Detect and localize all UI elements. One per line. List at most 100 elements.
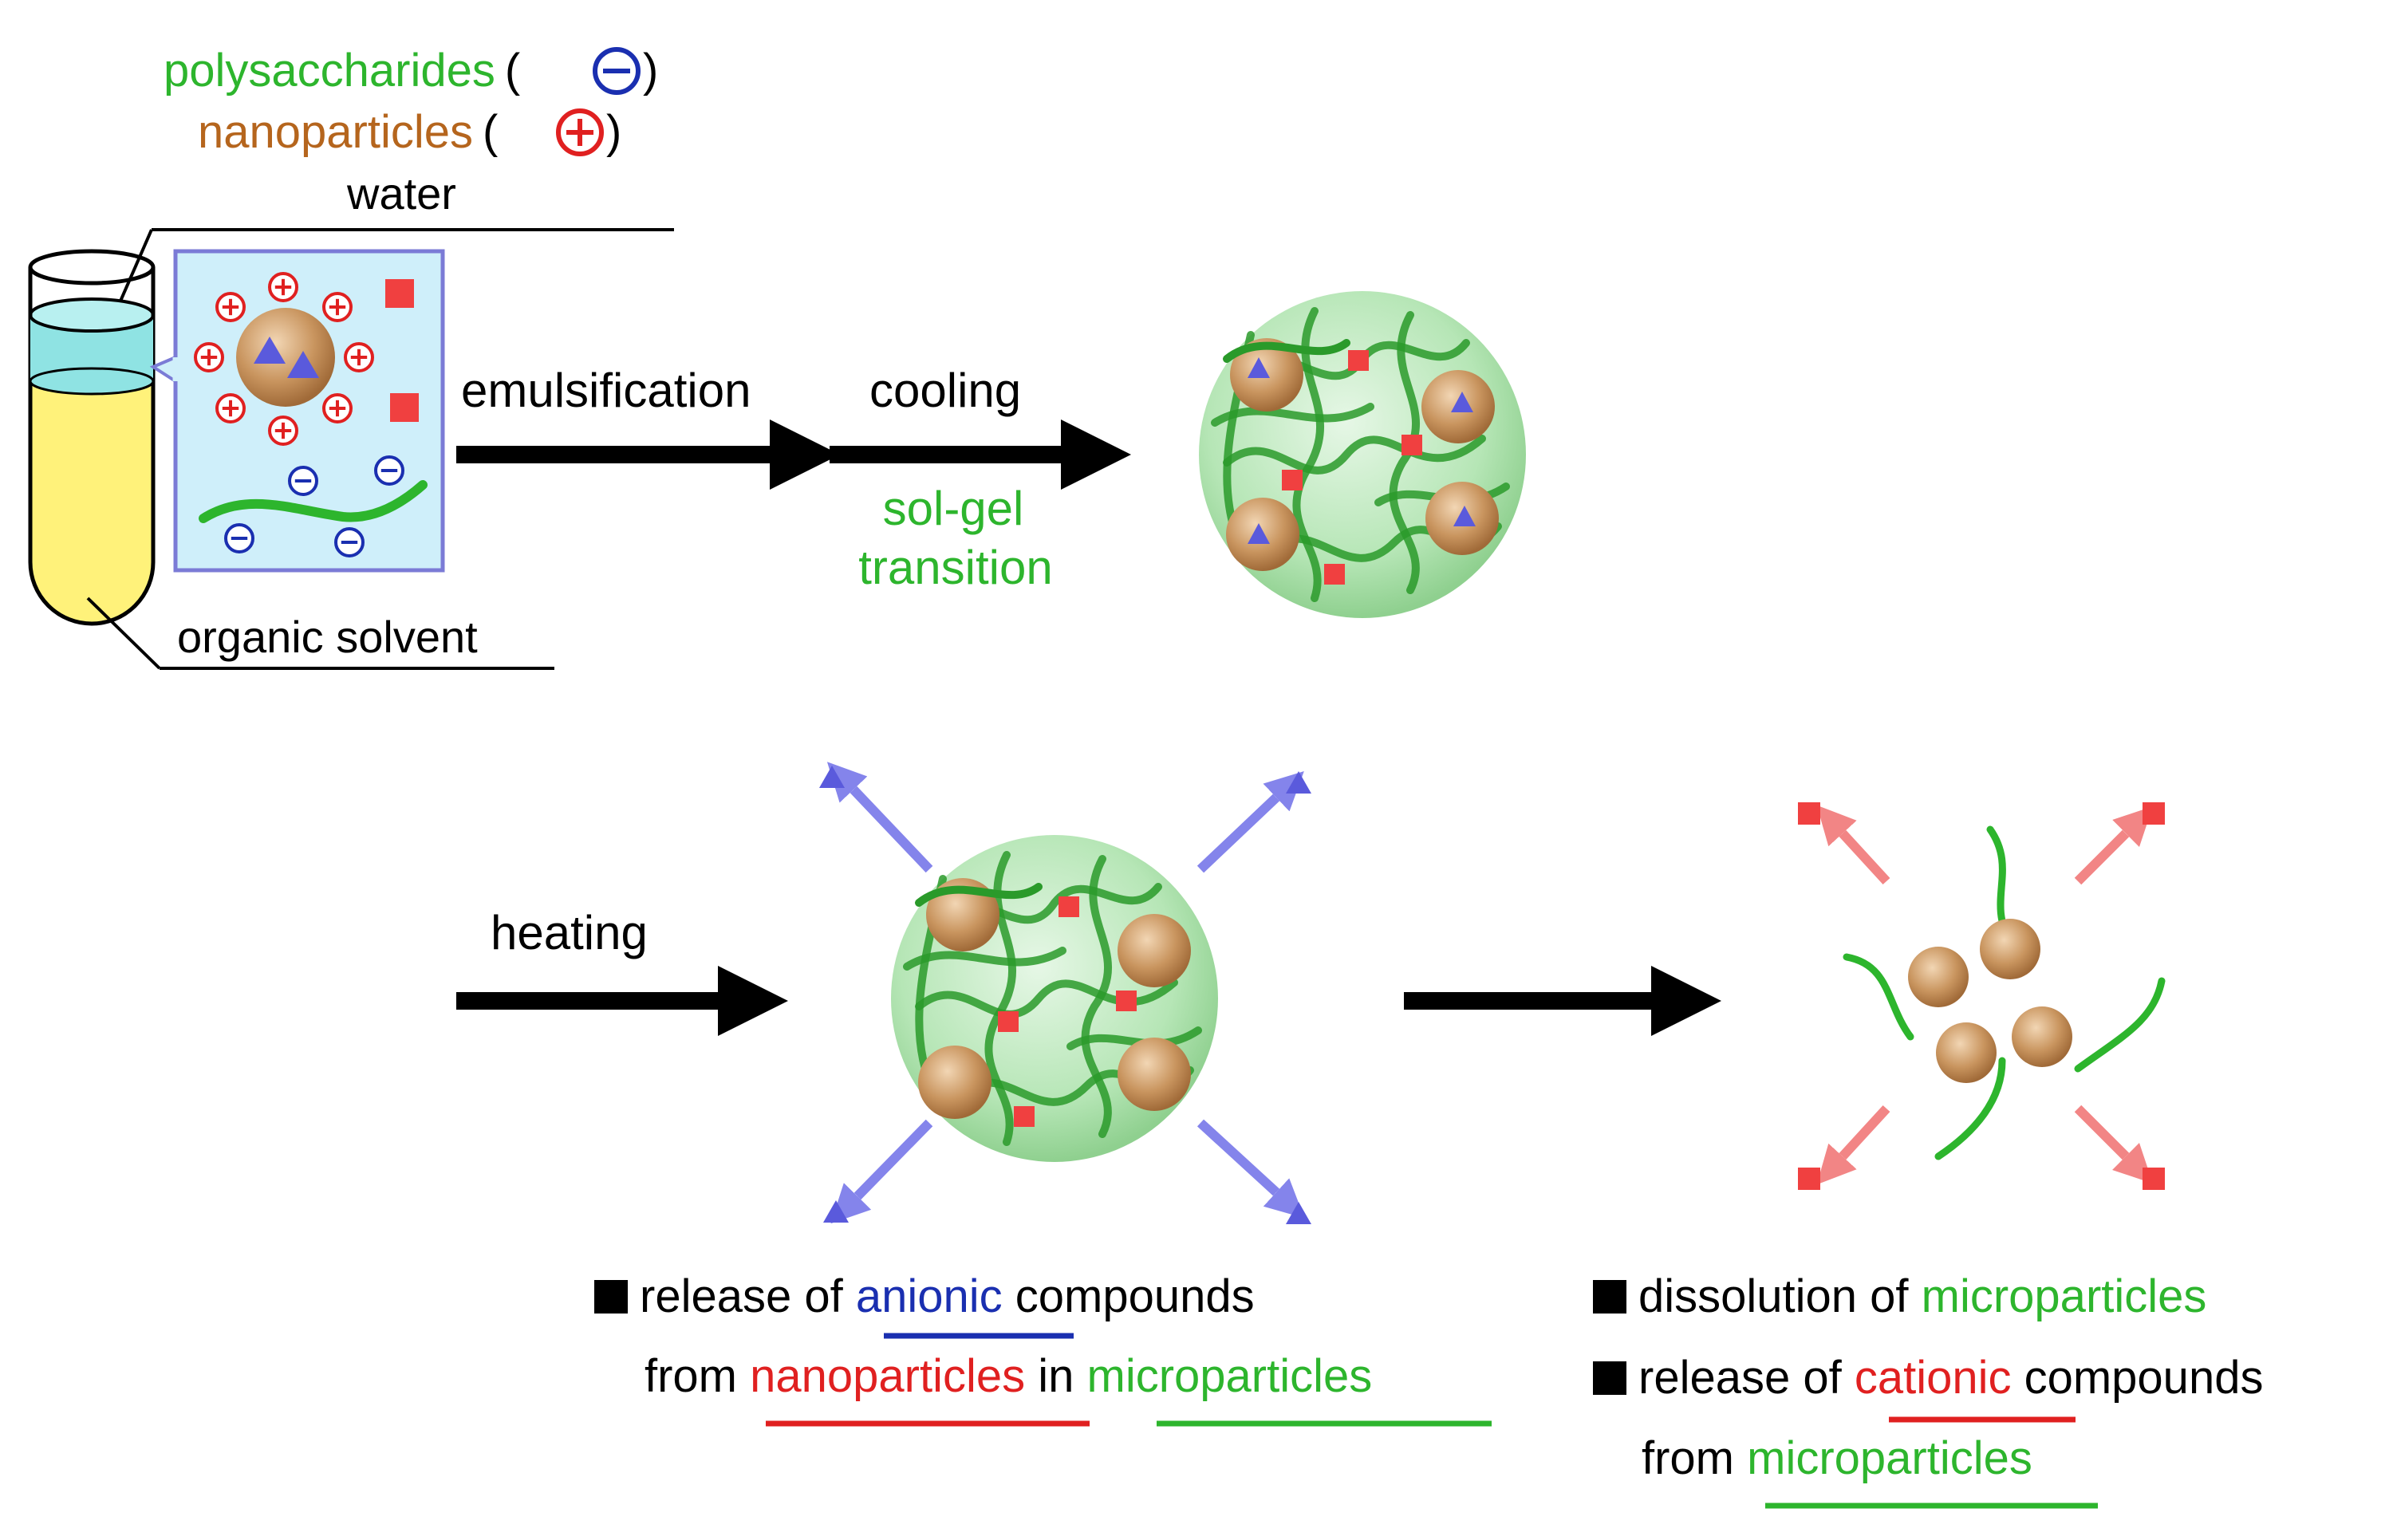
negative-charge-icon [224,523,254,553]
svg-text:nanoparticles(: nanoparticles( [198,106,498,158]
cationic-compound-square [1116,991,1137,1011]
cationic-compound-square [385,279,414,308]
positive-charge-icon [322,292,353,322]
legend: polysaccharides( ) nanoparticles( ) [164,45,658,158]
anionic-compound-triangle [823,1200,849,1223]
positive-charge-icon [556,108,604,156]
negative-charge-icon [374,455,404,486]
test-tube: water organic solvent [28,168,674,670]
anionic-compound-triangle [1248,357,1270,378]
polysaccharide-chain [1223,339,1350,363]
release-arrow [2074,806,2153,885]
nanoparticles-word: nanoparticles [750,1350,1025,1402]
embedded-nanoparticles [915,878,1191,1119]
nanoparticle [1908,947,1969,1007]
anionic-compound-triangle [1451,392,1473,412]
cationic-compound-square [390,393,419,422]
svg-text:from nanoparticles in micropar: from nanoparticles in microparticles [645,1350,1372,1402]
dissolved-state [1843,825,2166,1160]
microparticles-word-3: microparticles [1747,1432,2032,1484]
polysaccharide-chain [1081,855,1112,1138]
microparticle-gel-heated [891,835,1218,1162]
microparticle-gel-top [1199,291,1526,618]
nanoparticle [1118,914,1191,987]
legend-paren-open: ( [505,45,520,96]
anionic-compound-triangle [254,337,286,364]
release-arrow [1816,805,1890,885]
svg-text:release of cationic compounds: release of cationic compounds [1638,1352,2263,1404]
nanoparticle [1936,1022,1997,1083]
release-arrow [826,762,933,873]
legend-polysaccharides: polysaccharides [164,45,495,96]
polysaccharide-chain [915,883,1043,907]
polysaccharide-chain [1292,307,1324,602]
cationic-compound-square [1798,1168,1820,1190]
cationic-compound-square [1014,1106,1035,1127]
positive-charge-icon [344,342,374,372]
caption-right: dissolution of microparticles release of… [1593,1270,2263,1509]
cationic-compound-square [1798,802,1820,825]
anionic-compound-triangle [287,351,319,378]
bullet-square-icon [1593,1280,1626,1314]
heating-label: heating [491,906,648,959]
polysaccharide-chain [2074,977,2166,1073]
anionic-compound-triangle [1248,523,1270,544]
emulsification-label: emulsification [461,364,751,417]
positive-charge-icon [268,272,298,302]
polysaccharide-chain [1223,435,1486,475]
bullet-square-icon [594,1280,628,1314]
nanoparticle [1118,1038,1191,1111]
release-arrow [830,1119,933,1224]
nanoparticle [1980,919,2040,979]
microparticles-word: microparticles [1087,1350,1373,1402]
polysaccharide-chain [1389,311,1420,594]
nanoparticle [2012,1006,2072,1067]
cationic-compounds [998,896,1137,1127]
caption-left: release of anionic compounds from nanopa… [594,1270,1492,1427]
anionic-compound-triangle [1453,506,1476,526]
release-arrow [1816,1105,1890,1185]
anionic-compound-triangle [819,766,845,788]
cationic-compounds [1282,350,1422,585]
cationic-word: cationic [1855,1352,2012,1404]
negative-charge-icon [288,466,318,496]
water-label: water [346,168,456,219]
cationic-release-arrows [1798,802,2165,1190]
positive-charge-icon [215,393,246,423]
water-phase-inset [149,249,445,573]
polysaccharide-chain [1066,1026,1202,1050]
cationic-compound-square [998,1011,1019,1032]
polysaccharide-chain [199,480,428,523]
negative-charge-icon [334,527,365,557]
anionic-word: anionic [856,1270,1003,1322]
legend-paren-open-2: ( [483,106,498,158]
cationic-compound-square [2143,1168,2165,1190]
svg-text:dissolution of microparticles: dissolution of microparticles [1638,1270,2206,1322]
sol-gel-label-line2: transition [858,541,1052,594]
free-polysaccharide-chains [1843,825,2166,1160]
anionic-compound-triangle [1286,1202,1311,1224]
anionic-release-arrows [819,762,1311,1224]
svg-text:release of anionic compounds: release of anionic compounds [640,1270,1255,1322]
negative-charges [224,455,404,557]
cationic-compound-square [1058,896,1079,917]
bullet-square-icon [1593,1361,1626,1395]
sol-gel-label-line1: sol-gel [883,482,1024,535]
legend-paren-close-2: ) [606,106,621,158]
anionic-compound-triangle [1286,771,1311,794]
cationic-compound-square [1324,564,1345,585]
release-arrow [1196,770,1304,873]
svg-text:from microparticles: from microparticles [1642,1432,2032,1484]
negative-charge-icon [593,47,641,95]
positive-charge-icon [268,416,298,446]
embedded-nanoparticles [1223,338,1499,571]
positive-charges [194,272,374,446]
polysaccharide-chain [1934,1057,2006,1160]
cationic-compound-square [2143,802,2165,825]
microparticles-word-2: microparticles [1922,1270,2207,1322]
positive-charge-icon [215,292,246,322]
release-arrow [1196,1119,1305,1219]
cooling-label: cooling [869,364,1021,417]
top-arrows: emulsification cooling sol-gel transitio… [456,364,1131,594]
